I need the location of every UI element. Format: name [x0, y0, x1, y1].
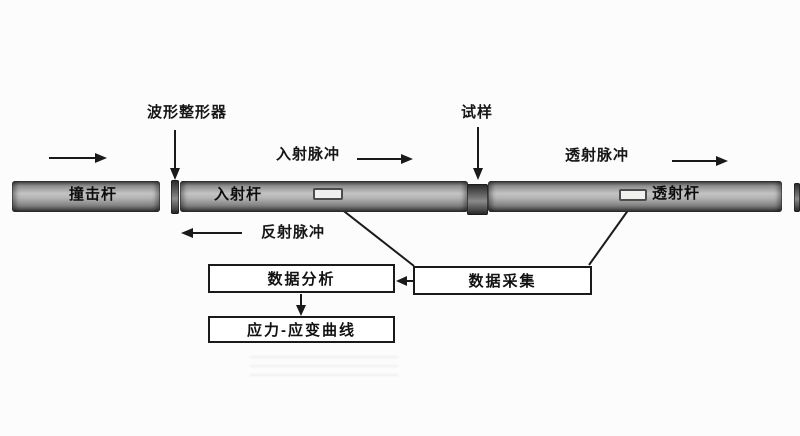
striker-motion-arrow — [49, 153, 107, 163]
wave-shaper — [171, 180, 179, 214]
striker-bar — [12, 181, 160, 212]
incident-pulse-label: 入射脉冲 — [275, 146, 340, 163]
reflected-pulse-label: 反射脉冲 — [260, 224, 325, 241]
specimen — [467, 184, 488, 215]
analysis-to-curve-arrow — [296, 294, 306, 316]
data-analysis-label: 数据分析 — [267, 271, 336, 288]
stress-strain-curve-box: 应力-应变曲线 — [208, 316, 395, 343]
stress-strain-curve-label: 应力-应变曲线 — [247, 322, 356, 339]
strain-gauge-incident — [313, 188, 343, 200]
wave-shaper-pointer-arrow — [170, 130, 180, 180]
specimen-pointer-arrow — [473, 127, 483, 180]
strain-gauge-transmission — [619, 189, 647, 201]
data-analysis-box: 数据分析 — [208, 264, 395, 293]
incident-pulse-arrow — [357, 154, 413, 164]
transmitted-pulse-arrow — [672, 156, 728, 166]
daq-to-analysis-arrow — [396, 276, 413, 286]
reflected-pulse-arrow — [181, 228, 242, 238]
data-acquisition-box: 数据采集 — [413, 266, 592, 295]
watermark-smudge — [250, 356, 398, 382]
bar-edge-fragment — [794, 183, 800, 212]
specimen-label: 试样 — [460, 104, 493, 121]
wave-shaper-label: 波形整形器 — [146, 104, 227, 121]
striker-bar-label: 撞击杆 — [68, 186, 117, 203]
transmitted-pulse-label: 透射脉冲 — [564, 147, 629, 164]
incident-bar-label: 入射杆 — [213, 186, 262, 203]
transmission-bar-label: 透射杆 — [651, 185, 700, 202]
data-acquisition-label: 数据采集 — [468, 273, 537, 290]
